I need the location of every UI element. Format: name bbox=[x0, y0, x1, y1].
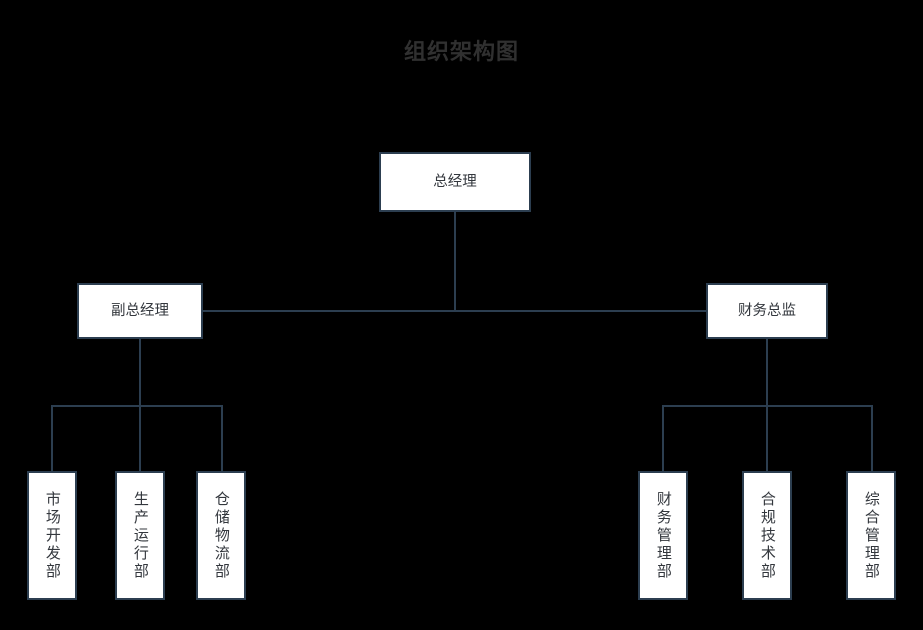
connector-drop-d4 bbox=[662, 405, 664, 472]
connector-drop-d3 bbox=[221, 405, 223, 472]
node-finance-director[interactable]: 财务总监 bbox=[706, 283, 828, 339]
connector-drop-d2 bbox=[139, 405, 141, 472]
node-market-development-dept-label: 市场开发部 bbox=[43, 490, 62, 581]
connector-cfo-down bbox=[766, 339, 768, 407]
node-general-manager[interactable]: 总经理 bbox=[379, 152, 531, 212]
node-production-operations-dept[interactable]: 生产运行部 bbox=[115, 471, 165, 600]
node-general-administration-dept-label: 综合管理部 bbox=[862, 490, 881, 581]
connector-drop-d5 bbox=[766, 405, 768, 472]
node-production-operations-dept-label: 生产运行部 bbox=[131, 490, 150, 581]
chart-title: 组织架构图 bbox=[403, 40, 519, 65]
connector-drop-d6 bbox=[871, 405, 873, 472]
connector-cfo-children-bar bbox=[663, 405, 873, 407]
node-general-manager-label: 总经理 bbox=[433, 174, 477, 190]
node-deputy-general-manager[interactable]: 副总经理 bbox=[77, 283, 203, 339]
node-warehouse-logistics-dept-label: 仓储物流部 bbox=[212, 490, 231, 581]
connector-drop-d1 bbox=[51, 405, 53, 472]
node-finance-management-dept-label: 财务管理部 bbox=[654, 490, 673, 581]
connector-gm-down bbox=[454, 212, 456, 310]
node-finance-management-dept[interactable]: 财务管理部 bbox=[638, 471, 688, 600]
node-market-development-dept[interactable]: 市场开发部 bbox=[27, 471, 77, 600]
connector-level2-bar bbox=[202, 310, 707, 312]
node-finance-director-label: 财务总监 bbox=[738, 303, 796, 319]
node-warehouse-logistics-dept[interactable]: 仓储物流部 bbox=[196, 471, 246, 600]
node-compliance-technology-dept[interactable]: 合规技术部 bbox=[742, 471, 792, 600]
node-deputy-general-manager-label: 副总经理 bbox=[111, 303, 169, 319]
node-general-administration-dept[interactable]: 综合管理部 bbox=[846, 471, 896, 600]
node-compliance-technology-dept-label: 合规技术部 bbox=[758, 490, 777, 581]
connector-dgm-children-bar bbox=[52, 405, 223, 407]
connector-dgm-down bbox=[139, 339, 141, 407]
